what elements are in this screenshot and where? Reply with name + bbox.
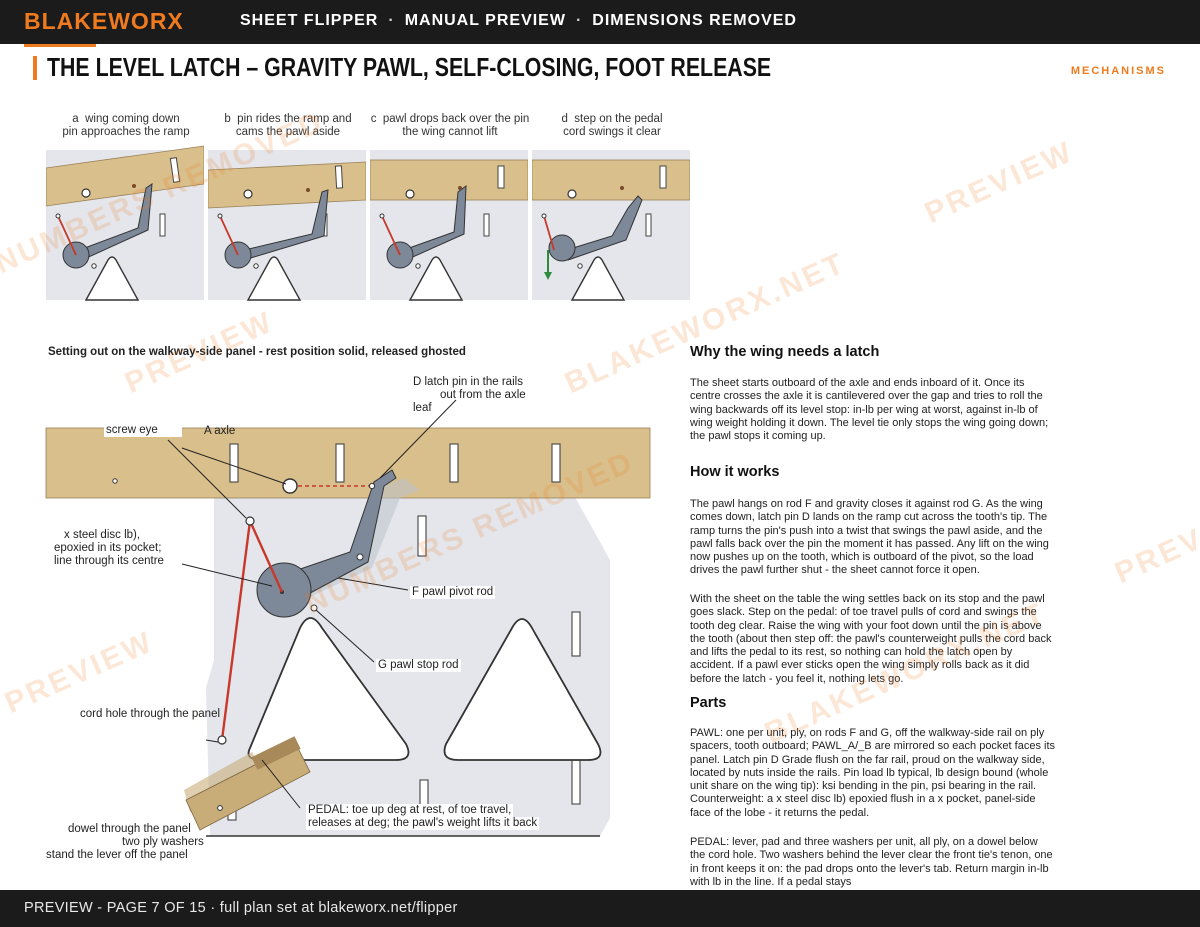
para-why: The sheet starts outboard of the axle an… <box>690 377 1049 443</box>
sequence-panels <box>46 145 690 301</box>
brand-underline <box>24 44 96 47</box>
panel-caption-b: b pin rides the ramp and cams the pawl a… <box>208 113 368 139</box>
screw-eye <box>245 516 255 526</box>
label-screw-eye: screw eye <box>104 424 182 437</box>
leader-lines <box>167 399 457 809</box>
panel-b <box>208 149 366 301</box>
cord-hole <box>217 735 227 745</box>
panel-caption-line: step on the pedal <box>574 113 663 125</box>
panel-caption-line: wing coming down <box>85 113 180 125</box>
para-parts-1: PAWL: one per unit, ply, on rods F and G… <box>690 727 1056 819</box>
heading-how: How it works <box>690 464 780 480</box>
panel-caption-line: the wing cannot lift <box>402 126 498 138</box>
panel-caption-line: pawl drops back over the pin <box>382 113 530 125</box>
watermark: PREVIEW <box>1110 495 1200 591</box>
breadcrumb: SHEET FLIPPER · MANUAL PREVIEW · DIMENSIONS … <box>240 12 797 30</box>
label-axle: A axle <box>204 425 236 437</box>
panel-letter: d <box>561 113 568 125</box>
axle-circle <box>282 478 298 494</box>
watermark: PREVIEW <box>920 135 1080 231</box>
panel-letter: c <box>370 113 377 125</box>
drawing-caption: Setting out on the walkway-side panel - … <box>48 346 466 358</box>
label-cord-hole: cord hole through the panel <box>80 708 221 720</box>
breadcrumb-item[interactable]: MANUAL PREVIEW <box>404 12 566 29</box>
panel-caption-c: c pawl drops back over the pin the wing … <box>370 113 530 139</box>
heading-parts: Parts <box>690 695 727 711</box>
label-latch-pin: D latch pin in the rails <box>413 376 523 388</box>
para-parts-2: PEDAL: lever, pad and three washers per … <box>690 836 1053 888</box>
label-latch-pin-2: out from the axle <box>440 389 526 401</box>
para-how-2: With the sheet on the table the wing set… <box>690 593 1052 685</box>
title-accent-bar <box>33 56 37 80</box>
panel-d <box>532 149 690 301</box>
label-disc-1: x steel disc lb), <box>64 529 141 541</box>
top-bar: BLAKEWORX SHEET FLIPPER · MANUAL PREVIEW · D… <box>0 0 1200 44</box>
brand-logo[interactable]: BLAKEWORX <box>24 8 184 34</box>
label-dowel: dowel through the panel <box>68 823 191 835</box>
label-pawl-stop: G pawl stop rod <box>376 659 461 672</box>
cutout-triangle-right <box>443 618 602 761</box>
panel-caption-line: cams the pawl aside <box>235 126 341 138</box>
para-how-1: The pawl hangs on rod F and gravity clos… <box>690 498 1049 577</box>
panel-caption-a: a wing coming down pin approaches the ra… <box>46 113 206 139</box>
page-title: THE LEVEL LATCH – GRAVITY PAWL, SELF-CLO… <box>47 52 772 82</box>
breadcrumb-item[interactable]: DIMENSIONS REMOVED <box>592 12 797 29</box>
panel-caption-line: pin rides the ramp and <box>237 113 352 125</box>
label-stand: stand the lever off the panel <box>46 849 188 861</box>
section-tag: MECHANISMS <box>1070 65 1166 77</box>
panel-letter: b <box>224 113 231 125</box>
label-latch-pin-3: leaf <box>413 402 432 414</box>
panel-caption-d: d step on the pedal cord swings it clear <box>532 113 692 139</box>
heading-why: Why the wing needs a latch <box>690 344 880 360</box>
panel-a <box>46 145 204 301</box>
label-washers: two ply washers <box>122 836 204 848</box>
breadcrumb-item[interactable]: SHEET FLIPPER <box>240 12 379 29</box>
panel-caption-line: cord swings it clear <box>563 126 661 138</box>
label-pedal-1: PEDAL: toe up deg at rest, of toe travel… <box>306 804 514 817</box>
label-pedal-2: releases at deg; the pawl's weight lifts… <box>306 817 540 830</box>
breadcrumb-separator: · <box>575 12 583 29</box>
footer-text[interactable]: PREVIEW - PAGE 7 OF 15 · full plan set a… <box>24 900 458 916</box>
footer-bar: PREVIEW - PAGE 7 OF 15 · full plan set a… <box>0 890 1200 927</box>
panel-caption-line: pin approaches the ramp <box>62 126 190 138</box>
panel-c <box>370 149 528 301</box>
label-disc-2: epoxied in its pocket; <box>54 542 162 554</box>
cord <box>248 520 284 593</box>
label-pawl-pivot: F pawl pivot rod <box>410 586 496 599</box>
pawl-lobe <box>256 562 312 618</box>
setting-out-drawing <box>45 399 651 837</box>
label-disc-3: line through its centre <box>54 555 164 567</box>
panel-letter: a <box>72 113 79 125</box>
breadcrumb-separator: · <box>388 12 395 29</box>
